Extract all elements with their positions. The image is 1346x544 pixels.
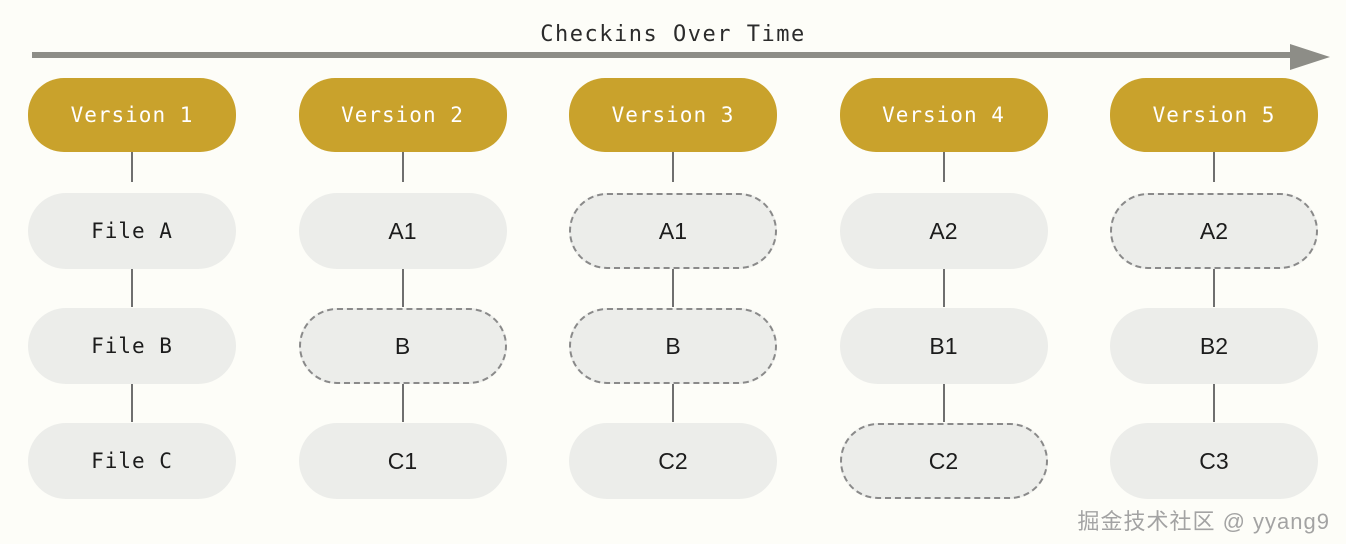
- connector-line: [401, 267, 404, 307]
- file-node-5-3[interactable]: C3: [1110, 423, 1318, 499]
- connector-line: [401, 152, 404, 182]
- connector-line: [1213, 382, 1215, 422]
- connector-line: [401, 382, 404, 422]
- version-column-5: Version 5 A2 B2 C3: [1110, 78, 1318, 544]
- file-node-5-1[interactable]: A2: [1110, 193, 1318, 269]
- connector-line: [672, 382, 674, 422]
- connector-line: [1213, 267, 1215, 307]
- connector-line: [131, 152, 133, 182]
- connector-line: [672, 152, 674, 182]
- file-node-3-1[interactable]: A1: [569, 193, 777, 269]
- watermark: 掘金技术社区 @ yyang9: [1077, 509, 1330, 534]
- right-arrow-icon: [32, 44, 1330, 70]
- connector-line: [131, 267, 133, 307]
- connector-line: [131, 382, 133, 422]
- version-pill-4[interactable]: Version 4: [839, 78, 1048, 152]
- version-columns: Version 1 File A File B File C Version 2…: [0, 78, 1346, 544]
- file-node-4-3[interactable]: C2: [839, 423, 1048, 499]
- version-pill-5[interactable]: Version 5: [1110, 78, 1318, 152]
- version-pill-2[interactable]: Version 2: [298, 78, 507, 152]
- file-node-2-1[interactable]: A1: [298, 193, 507, 269]
- file-node-4-1[interactable]: A2: [839, 193, 1048, 269]
- file-node-4-2[interactable]: B1: [839, 308, 1048, 384]
- file-node-5-2[interactable]: B2: [1110, 308, 1318, 384]
- connector-line: [942, 382, 945, 422]
- file-node-3-2[interactable]: B: [569, 308, 777, 384]
- version-column-1: Version 1 File A File B File C: [28, 78, 236, 544]
- version-column-4: Version 4 A2 B1 C2: [839, 78, 1048, 544]
- file-node-2-2[interactable]: B: [298, 308, 507, 384]
- timeline-header: Checkins Over Time: [0, 0, 1346, 80]
- version-column-3: Version 3 A1 B C2: [569, 78, 777, 544]
- connector-line: [1213, 152, 1215, 182]
- connector-line: [942, 152, 945, 182]
- file-node-1-2[interactable]: File B: [28, 308, 236, 384]
- file-node-3-3[interactable]: C2: [569, 423, 777, 499]
- version-column-2: Version 2 A1 B C1: [298, 78, 507, 544]
- file-node-1-1[interactable]: File A: [28, 193, 236, 269]
- version-pill-1[interactable]: Version 1: [28, 78, 236, 152]
- file-node-2-3[interactable]: C1: [298, 423, 507, 499]
- page-title: Checkins Over Time: [540, 22, 806, 47]
- connector-line: [672, 267, 674, 307]
- connector-line: [942, 267, 945, 307]
- version-pill-3[interactable]: Version 3: [569, 78, 777, 152]
- file-node-1-3[interactable]: File C: [28, 423, 236, 499]
